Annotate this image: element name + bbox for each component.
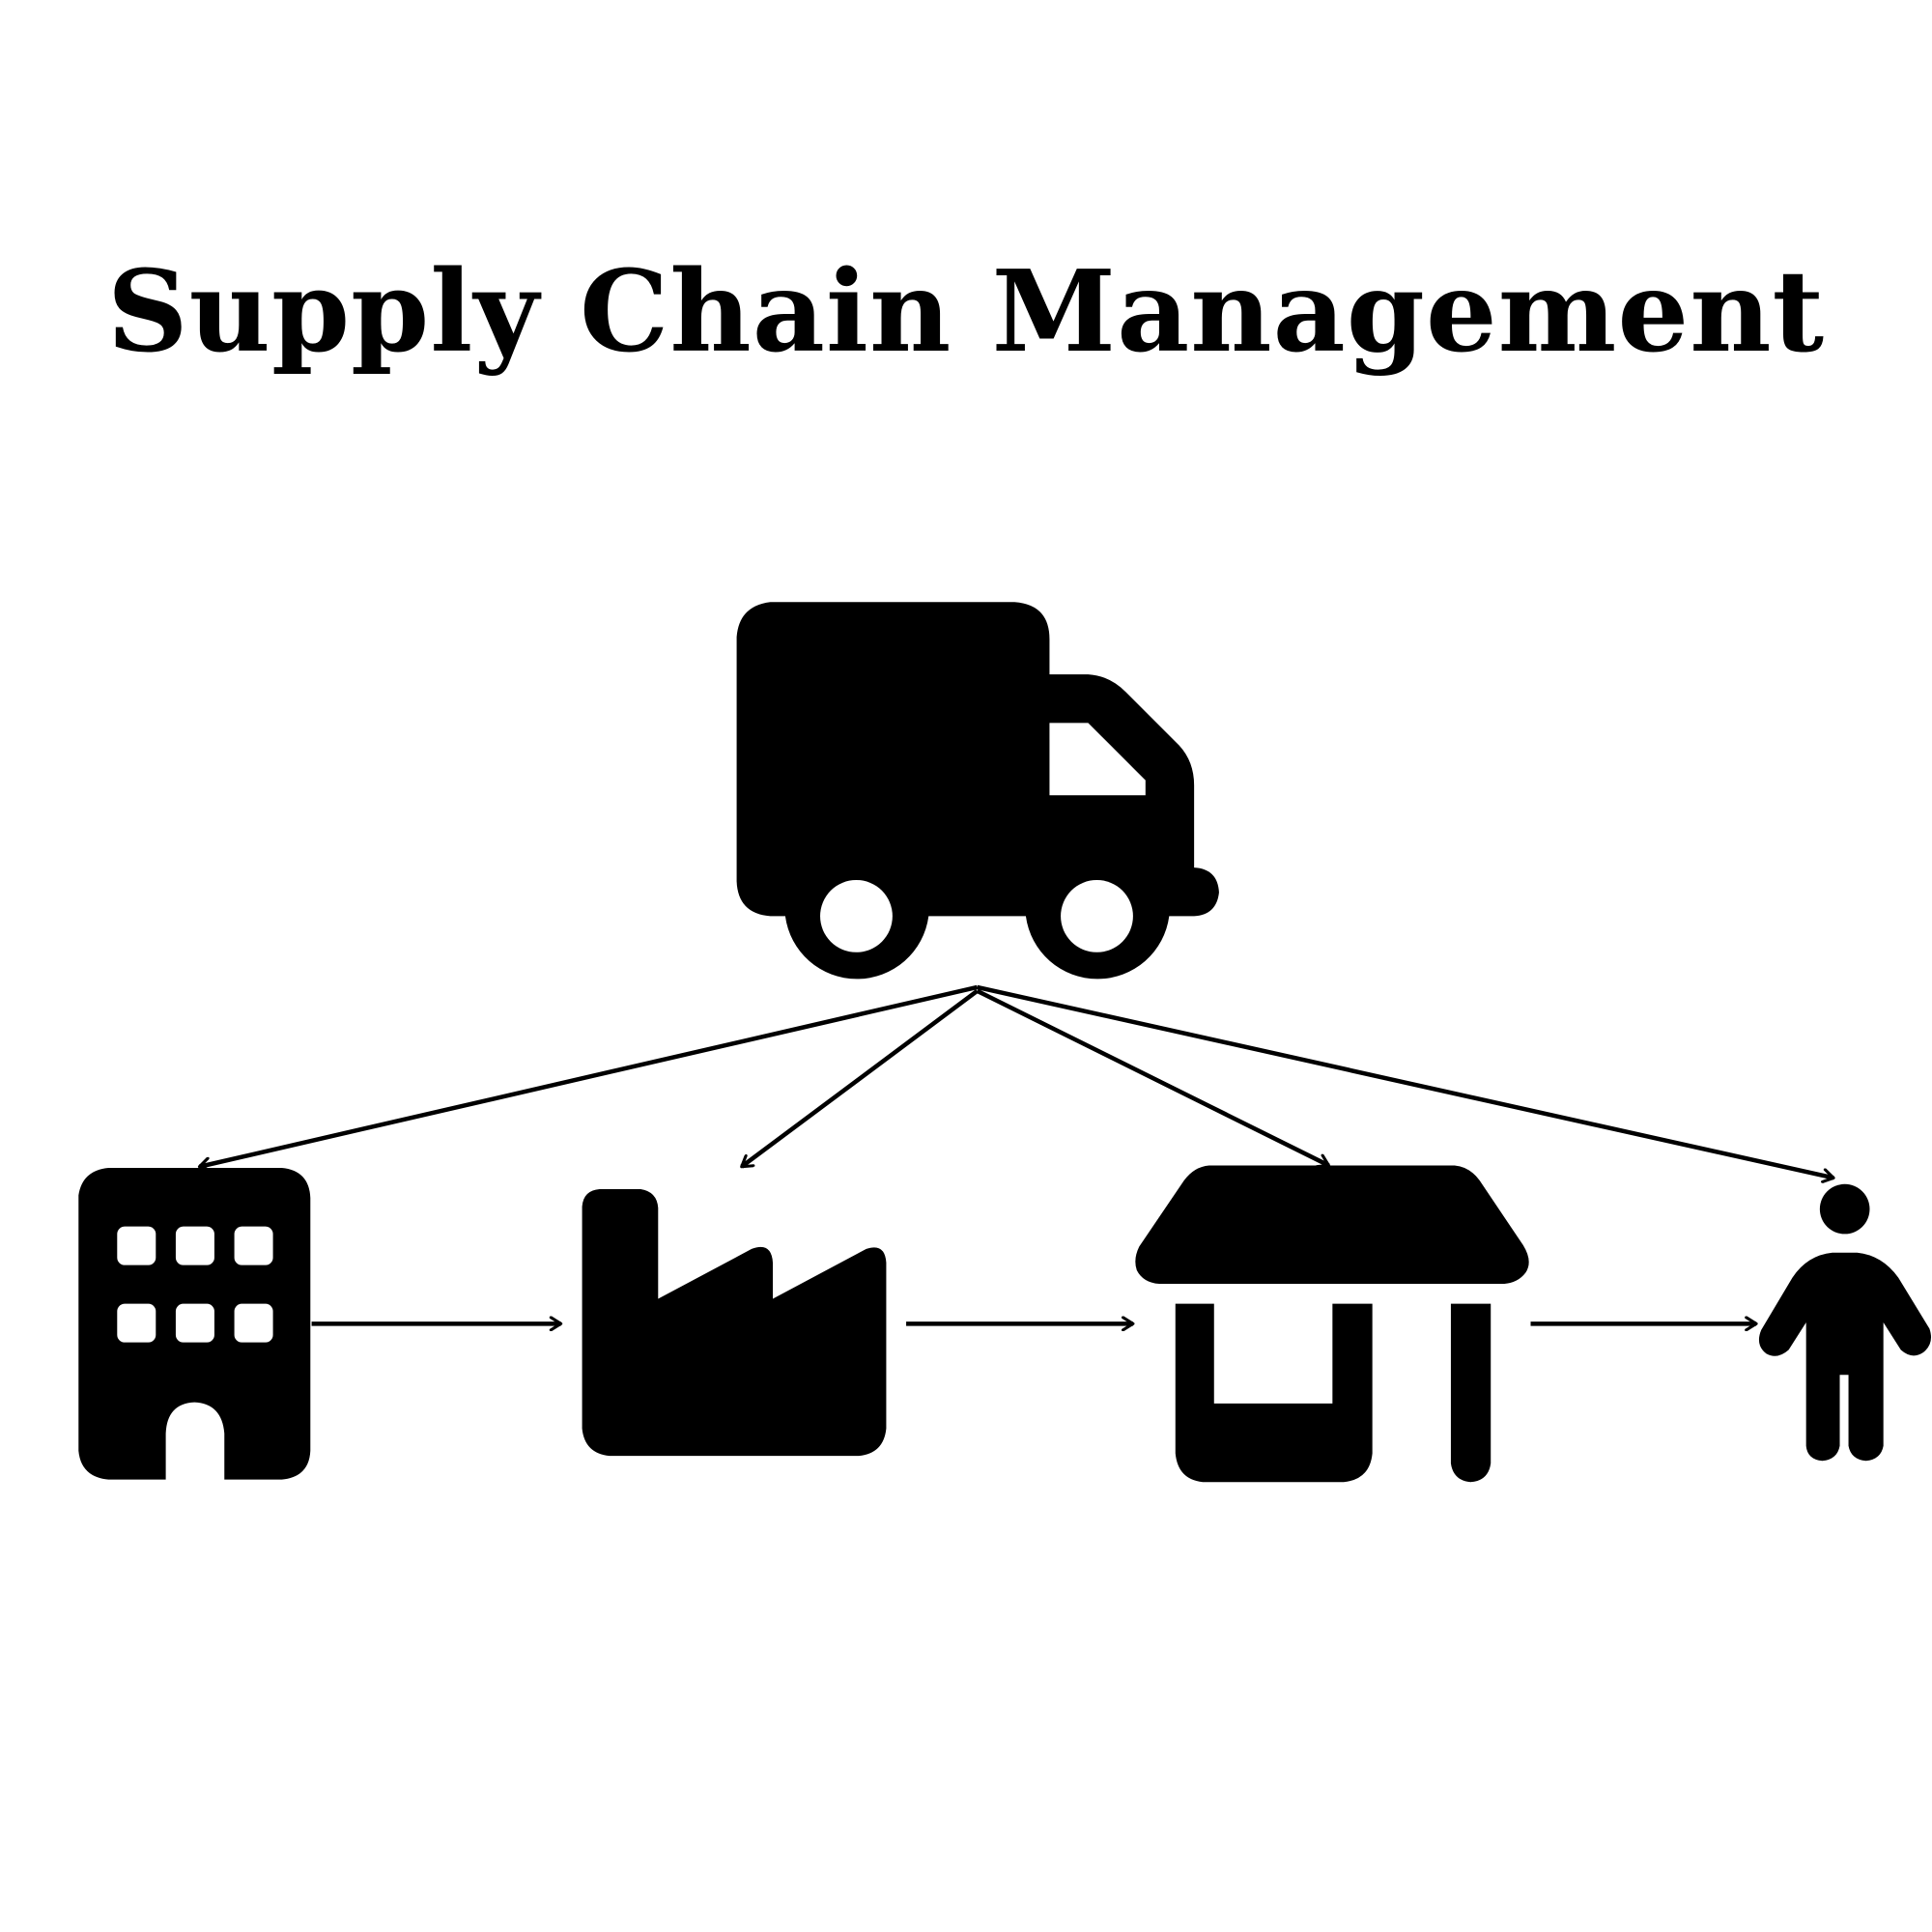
arrows-from-truck [199,984,1833,1178]
office-building-icon [78,1168,311,1480]
truck-icon [736,602,1219,980]
arrow-truck-to-supplier [199,984,979,1167]
store-icon [1135,1165,1529,1483]
arrow-truck-to-retailer [976,988,1329,1166]
factory-icon [582,1188,887,1457]
arrow-truck-to-customer [977,984,1833,1178]
arrow-truck-to-manufacturer [742,988,979,1169]
diagram-title: Supply Chain Management [106,246,1826,378]
person-icon [1758,1183,1932,1462]
